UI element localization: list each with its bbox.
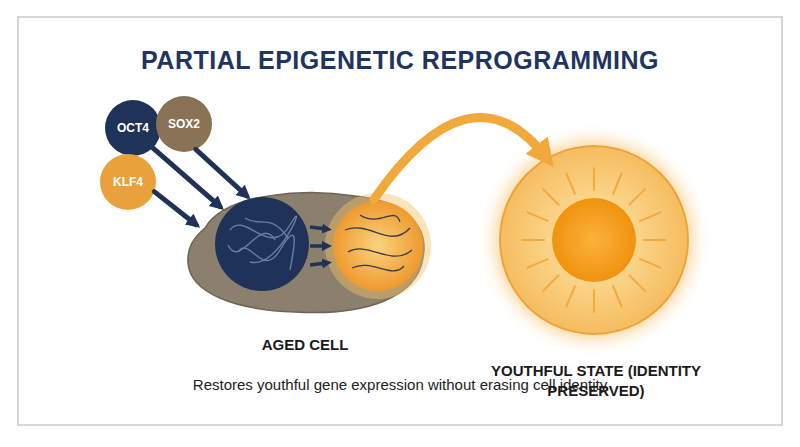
cell-outline [185, 188, 425, 315]
connector-arrow [154, 192, 196, 225]
cell-label: YOUTHFUL STATE (IDENTITY PRESERVED) [489, 361, 704, 401]
young-chromatin [345, 215, 412, 271]
outer-frame [18, 17, 782, 425]
diagram-title: PARTIAL EPIGENETIC REPROGRAMMING [0, 46, 800, 75]
cell-label: AGED CELL [185, 335, 425, 355]
connector-arrow [196, 149, 247, 196]
youthful-core [552, 198, 636, 282]
youthful-cell: YOUTHFUL STATE (IDENTITY PRESERVED) [499, 145, 689, 335]
young-nucleus [333, 201, 423, 291]
cell-membrane [188, 193, 424, 313]
factor-label: OCT4 [117, 121, 149, 135]
aged-nucleus [215, 197, 309, 291]
factor-circle: KLF4 [100, 154, 156, 210]
transition-arrows [310, 227, 326, 265]
aged-cell: AGED CELL [185, 188, 425, 315]
factor-label: SOX2 [168, 117, 200, 131]
aged-chromatin [228, 216, 296, 270]
youthful-rays [522, 168, 666, 312]
nucleus-glow [325, 193, 431, 299]
connector-arrow [153, 148, 220, 207]
factor-circle: OCT4 [105, 100, 161, 156]
connector-arrow [374, 117, 547, 199]
factor-circle: SOX2 [156, 96, 212, 152]
factor-label: KLF4 [113, 175, 143, 189]
